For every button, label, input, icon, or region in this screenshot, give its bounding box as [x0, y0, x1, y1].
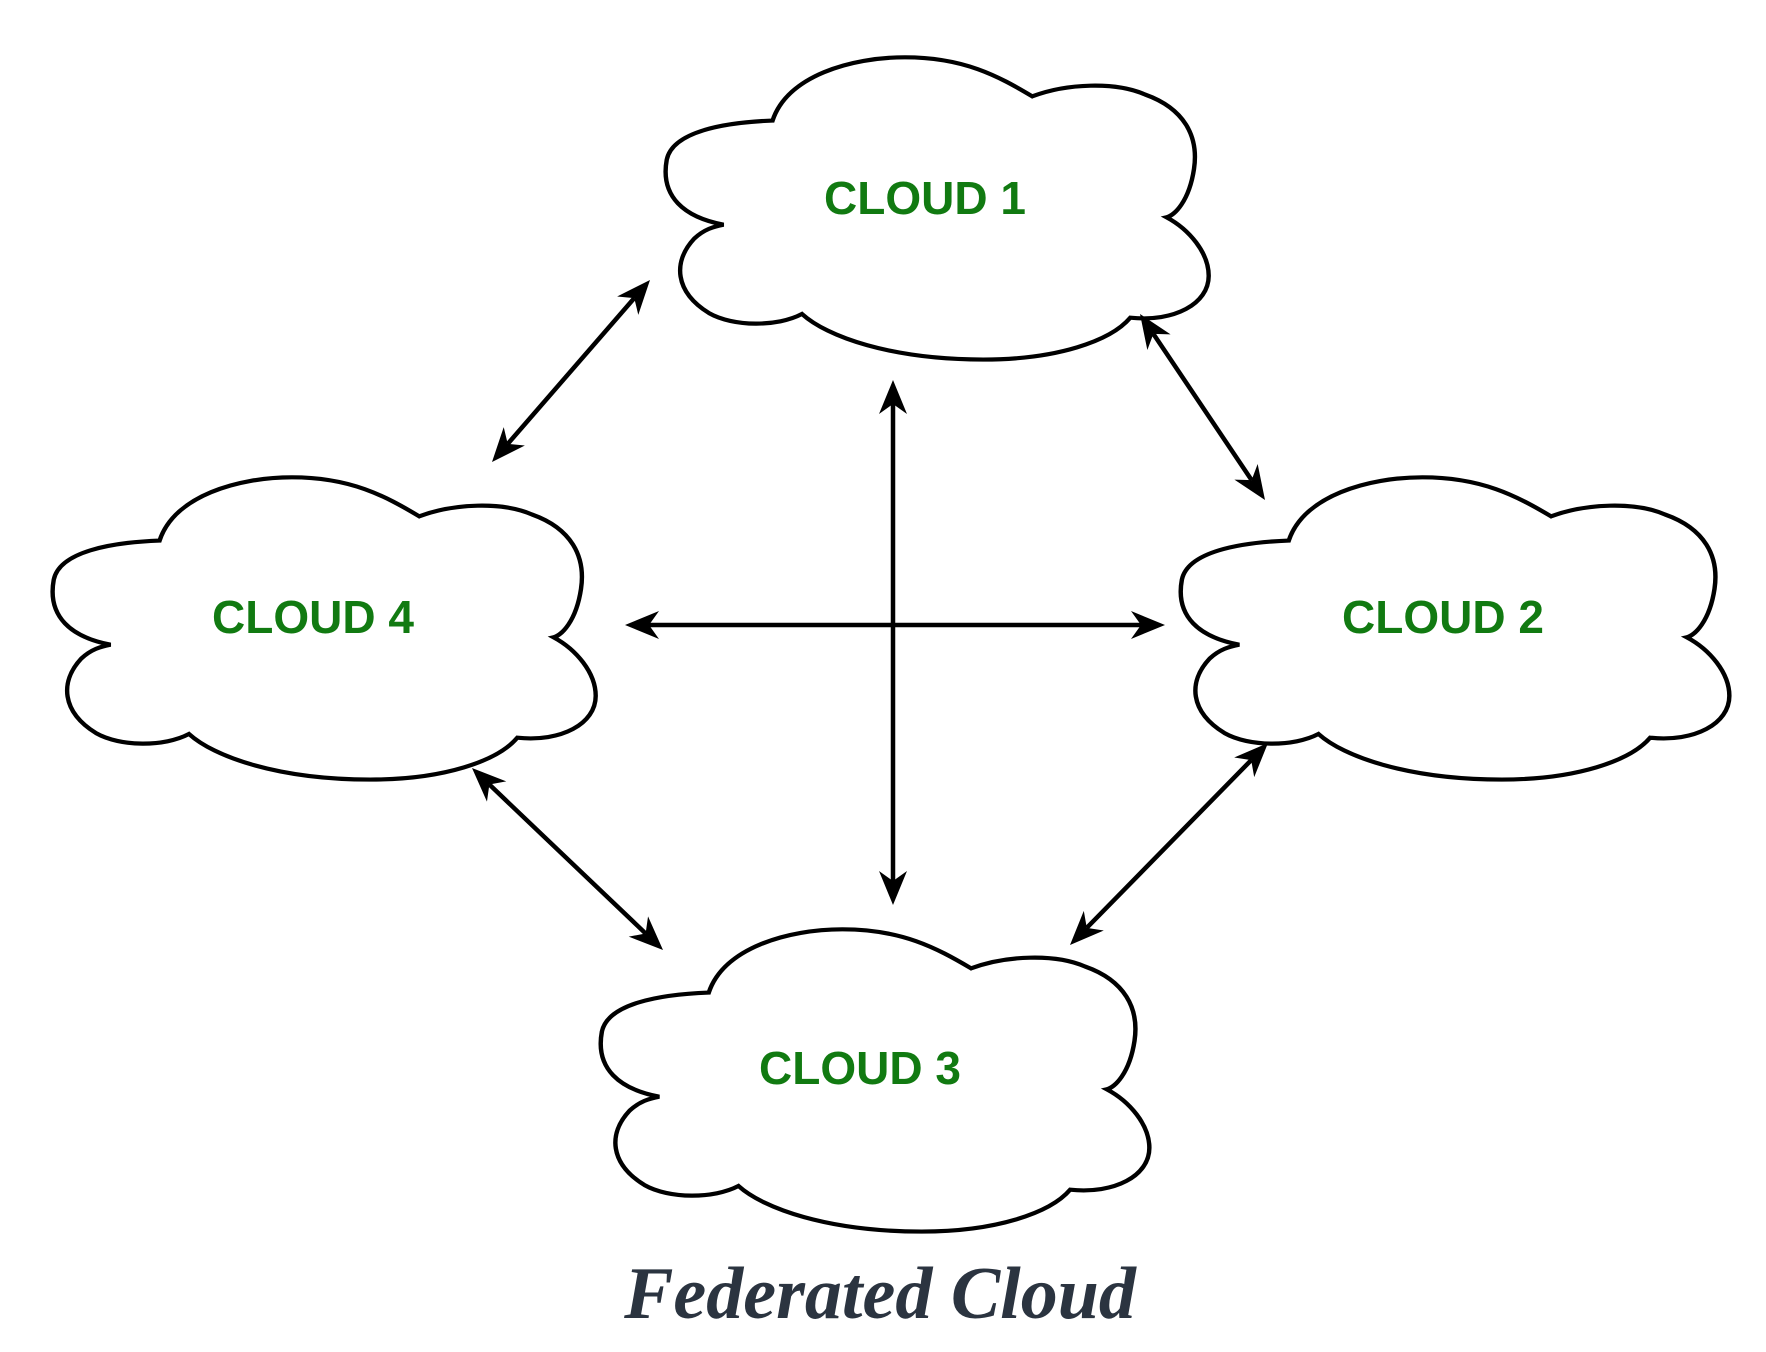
arrow-head-end — [879, 871, 907, 905]
arrow-line — [487, 782, 648, 936]
arrow-line — [1151, 332, 1254, 482]
arrow-head-end — [628, 916, 663, 950]
arrow-head-start — [1140, 314, 1171, 351]
arrow-head-start — [625, 611, 659, 639]
diagram-title: Federated Cloud — [623, 1253, 1137, 1335]
arrow-head-start — [879, 380, 907, 414]
arrow-cloud4-cloud3 — [472, 768, 663, 950]
arrow-head-start — [472, 768, 507, 802]
arrow-cloud1-cloud3 — [879, 380, 907, 905]
arrow-head-end — [1131, 611, 1165, 639]
cloud-1-label: CLOUD 1 — [824, 172, 1026, 224]
cloud-4-label: CLOUD 4 — [212, 591, 414, 643]
arrow-cloud4-cloud2 — [625, 611, 1165, 639]
arrow-line — [506, 296, 636, 446]
arrow-cloud2-cloud3 — [1070, 743, 1268, 945]
arrow-head-end — [1234, 463, 1265, 500]
arrow-head-end — [492, 427, 525, 462]
cloud-2-label: CLOUD 2 — [1342, 591, 1544, 643]
connection-arrows — [472, 280, 1268, 950]
arrow-cloud1-cloud4 — [492, 280, 650, 462]
arrow-head-start — [617, 280, 650, 315]
arrow-cloud1-cloud2 — [1140, 314, 1265, 500]
arrow-head-end — [1070, 910, 1104, 945]
arrow-head-start — [1234, 743, 1268, 778]
arrow-line — [1085, 758, 1253, 930]
cloud-3-label: CLOUD 3 — [759, 1042, 961, 1094]
